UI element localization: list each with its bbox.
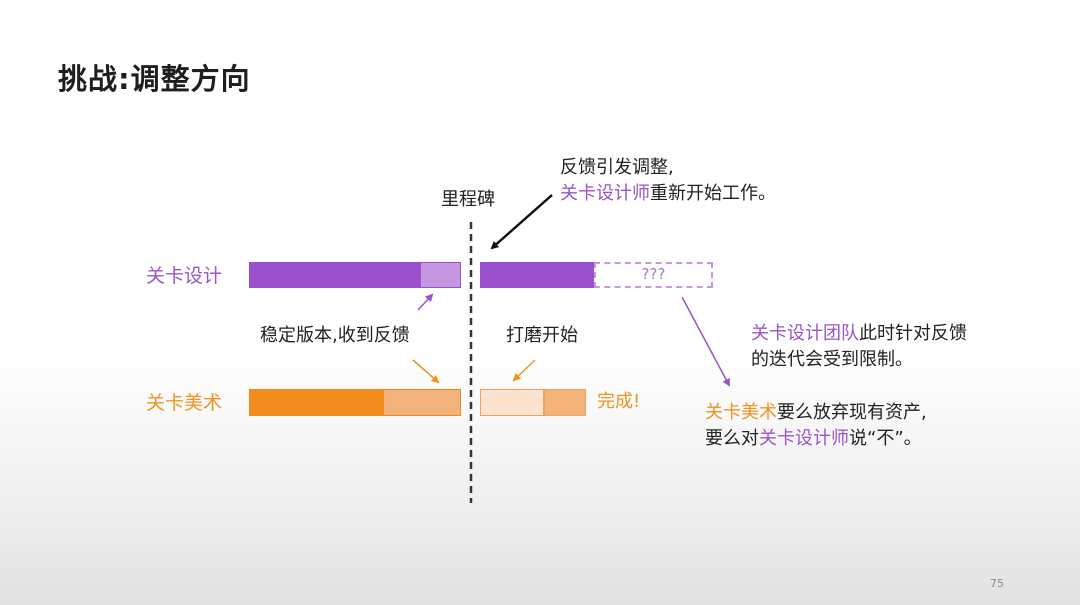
note-design-team-rest: 此时针对反馈 bbox=[859, 323, 967, 344]
row-label-level-art: 关卡美术 bbox=[146, 392, 223, 414]
stable-version-arrow bbox=[417, 293, 434, 311]
level-design-bar-unknown bbox=[594, 262, 713, 288]
note-feedback-line1: 反馈引发调整, bbox=[560, 157, 674, 178]
note-feedback-highlight: 关卡设计师 bbox=[560, 183, 650, 204]
note-design-team-line2: 的迭代会受到限制。 bbox=[751, 349, 913, 370]
slide-title: 挑战:调整方向 bbox=[58, 62, 251, 96]
note-feedback-rest: 重新开始工作。 bbox=[650, 183, 776, 204]
level-design-bar-restart bbox=[480, 262, 594, 288]
note-design-team-line1: 关卡设计团队此时针对反馈 bbox=[751, 321, 967, 347]
design-team-arrow bbox=[681, 296, 730, 387]
note-level-art-line1: 关卡美术要么放弃现有资产, bbox=[705, 400, 927, 426]
note-level-art-line2-a: 要么对 bbox=[705, 428, 759, 449]
note-feedback-line2: 关卡设计师重新开始工作。 bbox=[560, 181, 776, 207]
note-level-art-highlight: 关卡美术 bbox=[705, 402, 777, 423]
note-feedback: 反馈引发调整, 关卡设计师重新开始工作。 bbox=[560, 155, 776, 207]
note-level-art: 关卡美术要么放弃现有资产, 要么对关卡设计师说“不”。 bbox=[705, 400, 927, 452]
level-art-bar-rework-segment bbox=[383, 389, 461, 416]
unknown-label: ??? bbox=[641, 265, 666, 283]
level-art-bar-polish-end bbox=[544, 389, 586, 416]
note-level-art-line2-b: 说“不”。 bbox=[849, 428, 922, 449]
note-design-team: 关卡设计团队此时针对反馈 的迭代会受到限制。 bbox=[751, 321, 967, 373]
row-label-level-design: 关卡设计 bbox=[146, 265, 223, 287]
note-level-art-line2-highlight: 关卡设计师 bbox=[759, 428, 849, 449]
page-number: 75 bbox=[990, 577, 1004, 590]
polish-start-label: 打磨开始 bbox=[506, 325, 578, 346]
done-label: 完成! bbox=[597, 391, 641, 412]
stable-version-label: 稳定版本,收到反馈 bbox=[260, 325, 410, 346]
level-art-bar-polish-start bbox=[480, 389, 544, 416]
note-level-art-rest: 要么放弃现有资产, bbox=[777, 402, 927, 423]
polish-start-arrow bbox=[512, 359, 536, 382]
stable-version-art-arrow bbox=[412, 359, 440, 384]
note-design-team-highlight: 关卡设计团队 bbox=[751, 323, 859, 344]
note-level-art-line2: 要么对关卡设计师说“不”。 bbox=[705, 426, 927, 452]
milestone-label: 里程碑 bbox=[441, 189, 495, 210]
level-design-bar-feedback-segment bbox=[420, 262, 461, 288]
feedback-arrow bbox=[490, 194, 553, 250]
